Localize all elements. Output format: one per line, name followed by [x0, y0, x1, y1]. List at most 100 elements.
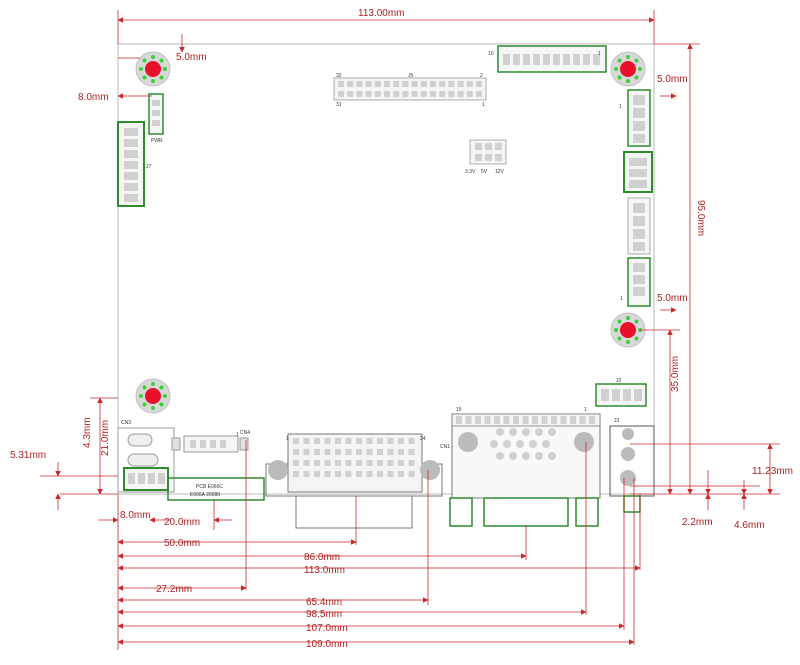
- top-conn-pin: [513, 54, 520, 65]
- dvi-pin: [293, 438, 299, 444]
- dvi-pin: [356, 438, 362, 444]
- dvi-pin: [387, 438, 394, 444]
- top-conn-pin: [503, 54, 510, 65]
- vga-1-label: 1: [584, 407, 587, 413]
- dvi-pin: [293, 460, 299, 466]
- hole-dot: [626, 79, 630, 83]
- top-conn-pin: [543, 54, 550, 65]
- pwr-label: PWR: [151, 138, 163, 144]
- hole-dot: [634, 75, 639, 80]
- vga-pin: [509, 428, 517, 436]
- right-connector-2: [623, 151, 653, 193]
- j5-pin: [476, 81, 482, 87]
- top-conn-pin: [523, 54, 530, 65]
- vga-pin: [516, 440, 524, 448]
- mounting-hole-bottom-left: [135, 378, 171, 414]
- j7-pin: [124, 172, 138, 180]
- j5-pin: [411, 91, 418, 97]
- hole-dot: [159, 75, 164, 80]
- pcb-note-2: E066A 20080: [190, 492, 220, 498]
- dvi-pin: [303, 449, 310, 455]
- j5-pin: [430, 81, 436, 87]
- dvi-pin: [366, 438, 373, 444]
- j5-pin: [402, 91, 409, 97]
- j4-connector: CN4 1: [171, 430, 250, 453]
- dvi-pin: [366, 471, 373, 477]
- j5-pin: [439, 91, 446, 97]
- hole-dot: [634, 319, 639, 324]
- board-outline: [117, 43, 655, 495]
- j5-pin: [466, 81, 473, 87]
- j5-pin: [374, 81, 381, 87]
- right-connector-3: [627, 197, 651, 255]
- j5-pin: [420, 81, 427, 87]
- dim-b-98-5: 98.5mm: [306, 609, 342, 620]
- j5-pin: [448, 91, 455, 97]
- j5-pin: [347, 81, 354, 87]
- j5-pin: [402, 81, 409, 87]
- vga-strip-pin: [522, 416, 529, 424]
- dvi-pin: [345, 438, 352, 444]
- dvi-pin: [377, 438, 383, 444]
- dvi-pin: [324, 460, 331, 466]
- j5-pin: [356, 91, 363, 97]
- top-conn-pin: [573, 54, 580, 65]
- dim-b-65-4: 65.4mm: [306, 597, 342, 608]
- j5-pin-31-label: 31: [336, 102, 342, 108]
- vga-pin: [496, 452, 504, 460]
- v33-label: 3.3V: [465, 169, 476, 175]
- vga-strip-pin: [513, 416, 519, 424]
- hole-dot: [638, 67, 642, 71]
- dim-l-21: 21.0mm: [100, 420, 111, 456]
- dim-b-107: 107.0mm: [306, 623, 348, 634]
- hole-dot: [159, 58, 164, 63]
- mounting-hole-right-mid: [610, 312, 646, 348]
- dim-hole-tl: 5.0mm: [176, 52, 207, 63]
- j5-pin: [338, 81, 344, 87]
- j7-pin: [124, 128, 138, 136]
- vga-strip-pin: [570, 416, 576, 424]
- dvi-pin: [324, 438, 331, 444]
- j7-pin: [124, 183, 138, 191]
- j5-pin: [393, 91, 400, 97]
- j5-name-label: J5: [408, 73, 414, 79]
- voltage-header: 3.3V 5V 12V: [465, 139, 507, 175]
- dvi-pin: [293, 471, 299, 477]
- j5-pin: [457, 81, 464, 87]
- j5-header: 32 2 31 1 J5: [333, 73, 487, 108]
- hole-dot: [151, 382, 155, 386]
- dvi-pin: [303, 471, 310, 477]
- j5-pin-1-label: 1: [482, 102, 485, 108]
- j5-pin: [439, 81, 446, 87]
- hole-dot: [614, 67, 618, 71]
- r-bot-1-label: 1: [620, 296, 623, 302]
- v5-label: 5V: [481, 169, 488, 175]
- vga-strip-pin: [579, 416, 586, 424]
- dvi-pin: [293, 449, 299, 455]
- pcb-note-1: PCB E066C: [196, 484, 223, 490]
- j5-pin: [338, 91, 344, 97]
- dim-l-4-3: 4.3mm: [82, 417, 93, 448]
- hole-dot: [142, 402, 147, 407]
- hole-dot: [151, 79, 155, 83]
- top-conn-pin: [553, 54, 560, 65]
- hole-dot: [142, 58, 147, 63]
- hole-dot: [626, 55, 630, 59]
- hole-dot: [163, 394, 167, 398]
- vga-pin: [542, 440, 550, 448]
- top-conn-pin: [533, 54, 540, 65]
- j7-label: J7: [146, 164, 152, 170]
- hole-dot: [139, 67, 143, 71]
- hole-dot: [617, 58, 622, 63]
- dvi-connector: 1 24: [265, 433, 443, 529]
- vga-pin: [490, 440, 498, 448]
- vga-strip-pin: [503, 416, 510, 424]
- j5-pin-32-label: 32: [336, 73, 342, 79]
- j7-connector: J7: [117, 121, 152, 207]
- j5-pin: [420, 91, 427, 97]
- right-connector-1: 1: [619, 89, 651, 147]
- hole-dot: [614, 328, 618, 332]
- dim-b-20: 20.0mm: [164, 517, 200, 528]
- dim-b-50: 50.0mm: [164, 538, 200, 549]
